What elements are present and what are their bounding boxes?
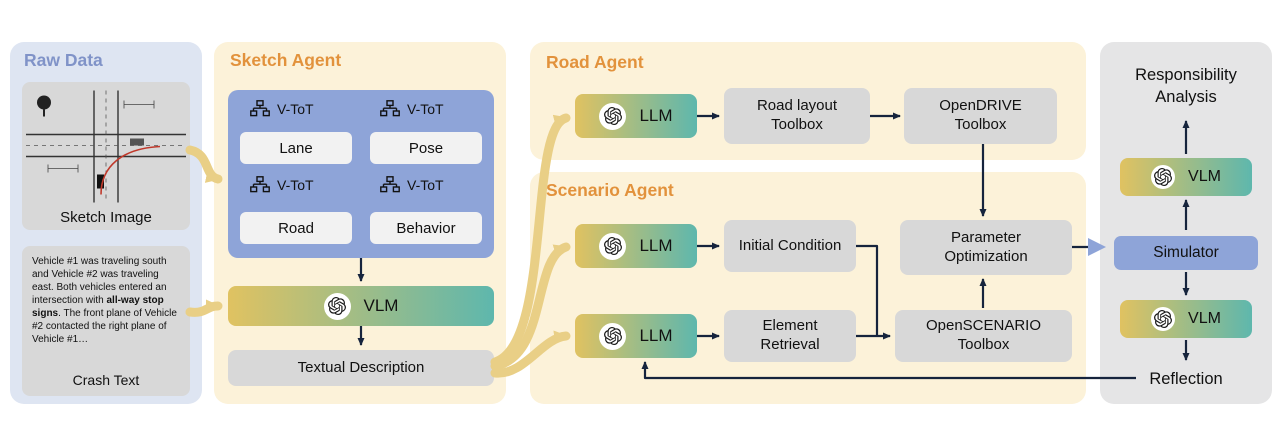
panel-raw-data: Raw Data Sketch Image <box>10 42 202 404</box>
vlm-label: VLM <box>1188 168 1221 185</box>
crash-sketch-drawing <box>26 90 186 203</box>
vtot-label: V-ToT <box>407 176 444 193</box>
llm-box-road: LLM <box>575 94 697 138</box>
crash-text-bold: all-way stop signs <box>32 295 164 319</box>
textual-description-box: Textual Description <box>228 350 494 386</box>
crash-text-card: Vehicle #1 was traveling south and Vehic… <box>22 246 190 396</box>
sketch-image-figure <box>22 82 190 205</box>
vlm-box-top: VLM <box>1120 158 1252 196</box>
vlm-box-bottom: VLM <box>1120 300 1252 338</box>
sketch-agent-title: Sketch Agent <box>230 50 342 70</box>
vtot-cell-pose-header: V-ToT <box>380 100 444 117</box>
openai-icon <box>599 232 627 260</box>
opendrive-toolbox: OpenDRIVE Toolbox <box>904 88 1057 144</box>
panel-scenario-agent: Scenario Agent LLM Initial Condition LLM… <box>530 172 1086 404</box>
openscenario-toolbox: OpenSCENARIO Toolbox <box>895 310 1072 362</box>
vlm-box-sketch: VLM <box>228 286 494 326</box>
panel-road-agent: Road Agent LLM Road layout Toolbox OpenD… <box>530 42 1086 160</box>
openai-icon <box>323 292 351 320</box>
sketch-image-card: Sketch Image <box>22 82 190 230</box>
raw-data-title: Raw Data <box>24 50 103 70</box>
road-agent-title: Road Agent <box>546 52 644 72</box>
llm-label: LLM <box>639 236 673 255</box>
tree-icon <box>380 100 400 117</box>
openai-icon <box>1151 307 1176 331</box>
openai-icon <box>599 102 627 130</box>
llm-box-element: LLM <box>575 314 697 358</box>
crash-text: Vehicle #1 was traveling south and Vehic… <box>22 246 190 368</box>
node-road: Road <box>240 212 352 244</box>
responsibility-analysis-label: Responsibility Analysis <box>1135 66 1237 107</box>
scenario-agent-title: Scenario Agent <box>546 180 674 200</box>
node-pose: Pose <box>370 132 482 164</box>
llm-label: LLM <box>639 106 673 125</box>
sketch-image-label: Sketch Image <box>60 209 152 226</box>
vtot-cell-lane-header: V-ToT <box>250 100 314 117</box>
openai-icon <box>1151 165 1176 189</box>
vtot-cell-behavior-header: V-ToT <box>380 176 444 193</box>
tree-icon <box>250 176 270 193</box>
tree-icon <box>380 176 400 193</box>
tree-icon <box>250 100 270 117</box>
crash-text-post: . The front plane of Vehicle #2 contacte… <box>32 308 177 345</box>
vtot-grid: V-ToT Lane V-ToT Pose V-ToT Road V-ToT B… <box>228 90 494 258</box>
simulator-box: Simulator <box>1114 236 1258 270</box>
node-lane: Lane <box>240 132 352 164</box>
element-retrieval-box: Element Retrieval <box>724 310 856 362</box>
vtot-cell-road-header: V-ToT <box>250 176 314 193</box>
parameter-optimization-box: Parameter Optimization <box>900 220 1072 275</box>
llm-box-initial: LLM <box>575 224 697 268</box>
crash-text-pre: Vehicle #1 was traveling south and Vehic… <box>32 256 167 306</box>
node-behavior: Behavior <box>370 212 482 244</box>
vlm-label: VLM <box>363 296 399 315</box>
llm-label: LLM <box>639 326 673 345</box>
vtot-label: V-ToT <box>277 176 314 193</box>
road-layout-toolbox: Road layout Toolbox <box>724 88 870 144</box>
vlm-label: VLM <box>1188 310 1221 327</box>
openai-icon <box>599 322 627 350</box>
vtot-label: V-ToT <box>407 100 444 117</box>
initial-condition-box: Initial Condition <box>724 220 856 272</box>
reflection-label: Reflection <box>1149 370 1223 388</box>
crash-text-label: Crash Text <box>72 372 140 388</box>
panel-sketch-agent: Sketch Agent V-ToT Lane V-ToT Pose V-ToT… <box>214 42 506 404</box>
vtot-label: V-ToT <box>277 100 314 117</box>
panel-evaluation: Responsibility Analysis VLM Simulator VL… <box>1100 42 1272 404</box>
